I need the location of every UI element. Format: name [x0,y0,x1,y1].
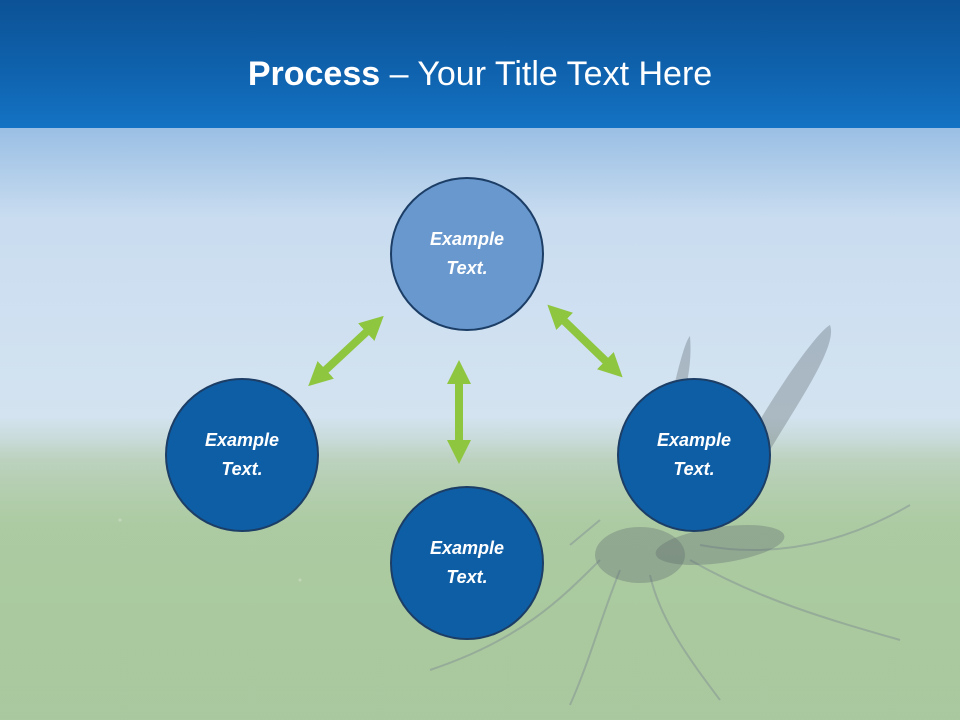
title-bold: Process [247,55,381,93]
process-node-top: Example Text. [390,177,544,331]
slide-title: Process – Your Title Text Here [0,52,960,96]
node-label: Example Text. [204,430,280,479]
node-label: Example Text. [656,430,732,479]
process-node-left: Example Text. [165,378,319,532]
node-label: Example Text. [429,538,505,587]
title-rest: – Your Title Text Here [380,55,713,93]
process-node-right: Example Text. [617,378,771,532]
title-bar: Process – Your Title Text Here [0,0,960,128]
node-label: Example Text. [429,229,505,278]
arrow-top-right [547,304,623,378]
process-node-bottom: Example Text. [390,486,544,640]
arrow-top-left [308,315,384,387]
